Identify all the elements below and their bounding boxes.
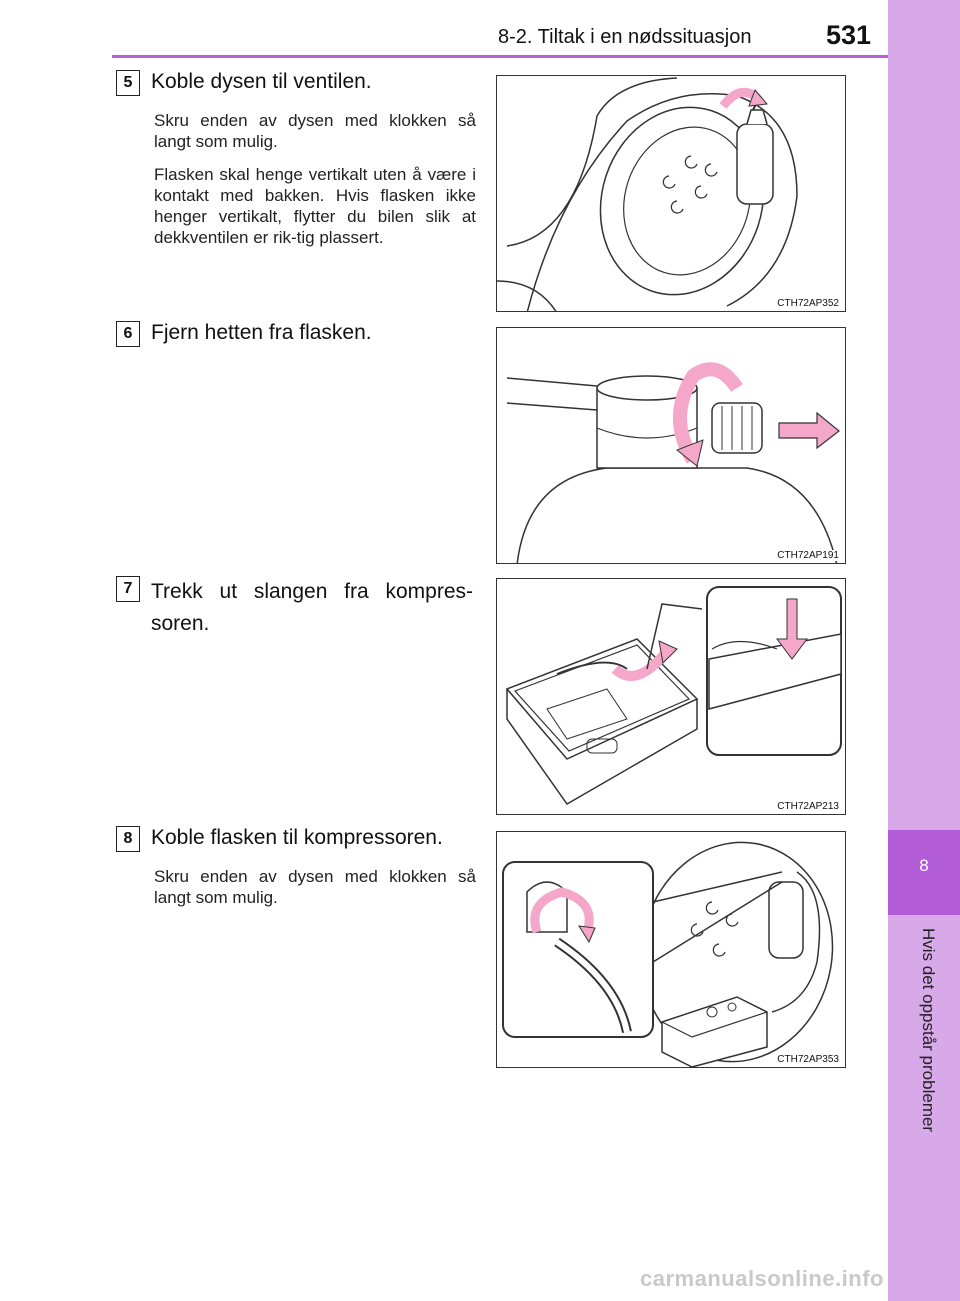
chapter-tab-active[interactable]	[888, 830, 960, 915]
watermark: carmanualsonline.info	[640, 1266, 884, 1291]
figure-code: CTH72AP352	[775, 298, 841, 309]
figure-remove-cap: CTH72AP191	[496, 327, 846, 564]
step-number-badge: 6	[116, 321, 140, 347]
figure-nozzle-to-valve: CTH72AP352	[496, 75, 846, 312]
chapter-title: Hvis det oppstår problemer	[919, 928, 938, 1133]
section-title: 8-2. Tiltak i en nødssituasjon	[498, 26, 752, 48]
figure-code: CTH72AP353	[775, 1054, 841, 1065]
step-title: Koble flasken til kompressoren.	[151, 826, 443, 849]
step-title: Trekk ut slangen fra kompres-soren.	[151, 580, 473, 635]
figure-code: CTH72AP213	[775, 801, 841, 812]
page-number: 531	[826, 20, 872, 50]
figure-code: CTH72AP191	[775, 550, 841, 561]
figure-pull-hose: CTH72AP213	[496, 578, 846, 815]
step-paragraph: Flasken skal henge vertikalt uten å være…	[154, 165, 476, 247]
step-paragraph: Skru enden av dysen med klokken så langt…	[154, 111, 476, 151]
compressor-hose-illustration	[505, 586, 842, 805]
step-paragraph: Skru enden av dysen med klokken så langt…	[154, 867, 476, 907]
tire-valve-illustration	[497, 77, 798, 311]
step-number-badge: 8	[116, 826, 140, 852]
step-number-badge: 7	[116, 576, 140, 602]
chapter-side-tab	[888, 0, 960, 1301]
step-title: Koble dysen til ventilen.	[151, 70, 372, 93]
step-number-badge: 5	[116, 70, 140, 96]
bottle-cap-illustration	[506, 362, 840, 563]
chapter-number: 8	[919, 856, 929, 875]
bottle-compressor-illustration	[502, 841, 834, 1067]
step-title: Fjern hetten fra flasken.	[151, 321, 372, 344]
figure-bottle-to-compressor: CTH72AP353	[496, 831, 846, 1068]
header-rule	[112, 55, 888, 58]
